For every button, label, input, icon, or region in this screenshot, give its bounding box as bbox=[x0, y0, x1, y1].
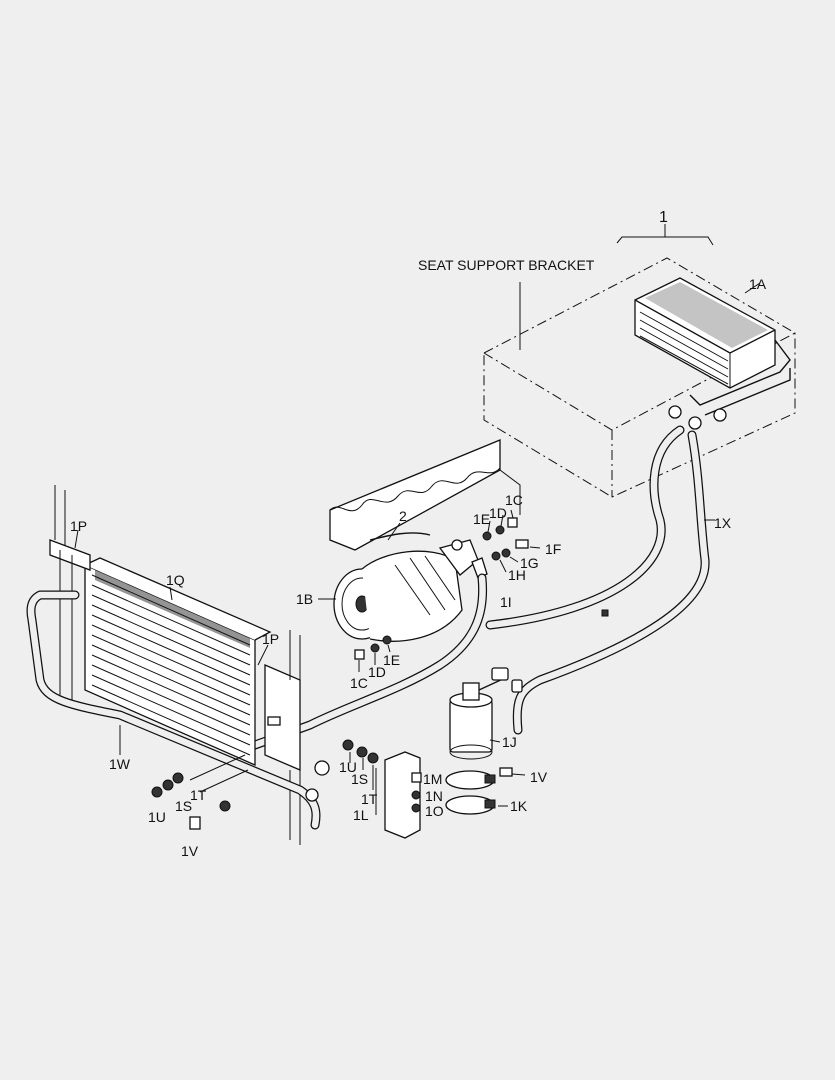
assembly-bracket bbox=[616, 224, 714, 246]
label-evaporator: 1A bbox=[749, 276, 767, 292]
label-bolt-1v-right: 1V bbox=[530, 769, 548, 785]
label-mount-1p-left: 1P bbox=[70, 518, 87, 534]
label-hose-1x: 1X bbox=[714, 515, 732, 531]
condenser-mount-right bbox=[257, 630, 301, 845]
label-washer-1t-left: 1T bbox=[190, 787, 207, 803]
hose-1i bbox=[250, 573, 488, 750]
label-hose-1i: 1I bbox=[500, 594, 512, 610]
evaporator bbox=[634, 277, 791, 430]
compressor-top-hardware bbox=[482, 509, 541, 573]
label-bolt-1f: 1F bbox=[545, 541, 561, 557]
receiver-dryer bbox=[449, 667, 523, 760]
engine-block-reference bbox=[329, 439, 521, 551]
condenser-hardware-left bbox=[151, 754, 249, 830]
mid-hardware bbox=[342, 739, 379, 790]
clamp-and-bracket bbox=[375, 751, 526, 839]
label-clamp-1k: 1K bbox=[510, 798, 528, 814]
label-bolt-1c-bottom: 1C bbox=[350, 675, 368, 691]
condenser bbox=[84, 557, 272, 766]
label-washer-1d-top: 1D bbox=[489, 505, 507, 521]
label-nut-1g: 1G bbox=[520, 555, 539, 571]
label-washer-1s-left: 1S bbox=[175, 798, 192, 814]
label-washer-1t-mid: 1T bbox=[361, 791, 378, 807]
label-assembly: 1 bbox=[659, 209, 668, 226]
compressor bbox=[333, 532, 488, 642]
label-washer-1e-top: 1E bbox=[473, 511, 490, 527]
label-seat-support-bracket: SEAT SUPPORT BRACKET bbox=[418, 257, 595, 273]
label-washer-1n: 1N bbox=[425, 788, 443, 804]
label-nut-1u-mid: 1U bbox=[339, 759, 357, 775]
label-washer-1s-mid: 1S bbox=[351, 771, 368, 787]
label-nut-1u-left: 1U bbox=[148, 809, 166, 825]
label-condenser: 1Q bbox=[166, 572, 185, 588]
label-bolt-1v-left: 1V bbox=[181, 843, 199, 859]
label-mount-1p-right: 1P bbox=[262, 631, 279, 647]
label-bolt-1c-top: 1C bbox=[505, 492, 523, 508]
label-engine-ref: 2 bbox=[399, 508, 407, 524]
hose-1w bbox=[26, 590, 330, 830]
label-washer-1e-bottom: 1E bbox=[383, 652, 400, 668]
label-compressor: 1B bbox=[296, 591, 313, 607]
label-washer-1h: 1H bbox=[508, 567, 526, 583]
compressor-bottom-hardware bbox=[354, 635, 392, 672]
hose-1x bbox=[485, 425, 715, 735]
label-hose-1w: 1W bbox=[109, 756, 131, 772]
label-washer-1d-bottom: 1D bbox=[368, 664, 386, 680]
label-bracket-1l: 1L bbox=[353, 807, 369, 823]
condenser-mount-left bbox=[49, 485, 91, 700]
label-bolt-1m: 1M bbox=[423, 771, 442, 787]
label-nut-1o: 1O bbox=[425, 803, 444, 819]
label-receiver-dryer: 1J bbox=[502, 734, 517, 750]
